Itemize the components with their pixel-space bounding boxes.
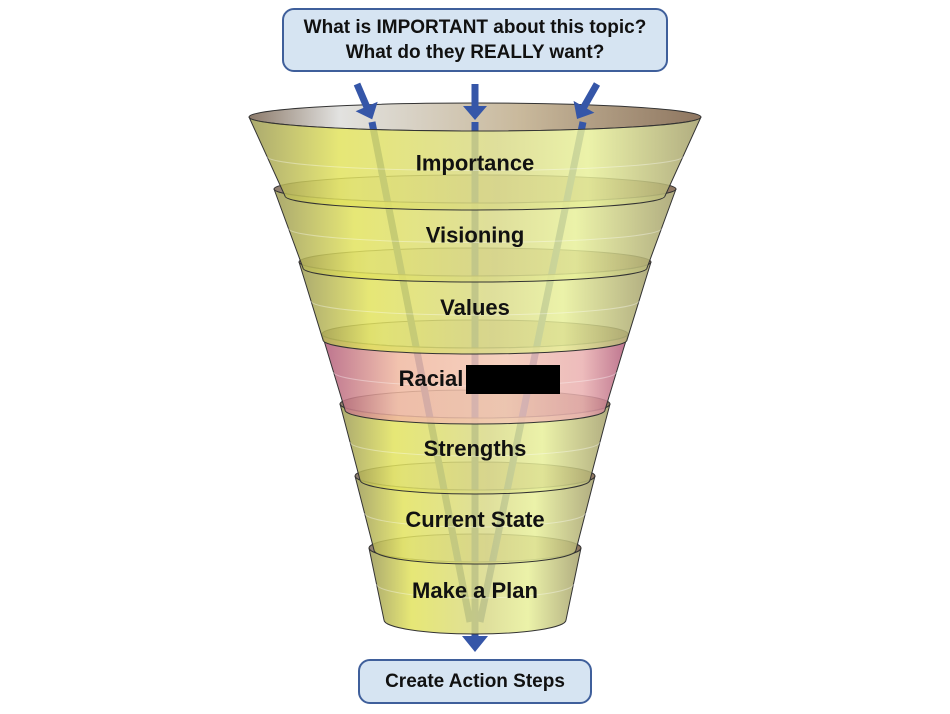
layer-highlight (266, 156, 684, 171)
layer-label: Values (440, 295, 510, 320)
top-question-line-2: What do they REALLY want? (345, 42, 605, 63)
layer-highlight (349, 441, 601, 457)
layer-label: Importance (416, 151, 535, 176)
redaction-box (466, 365, 560, 394)
layer-label: Strengths (424, 436, 527, 461)
layer-label: Racial (399, 366, 464, 391)
arrow-down-icon (573, 100, 595, 119)
layer-highlight (364, 512, 586, 528)
layer-highlight (288, 228, 662, 243)
create-action-steps-box: Create Action Steps (358, 659, 592, 704)
top-question-box: What is IMPORTANT about this topic? What… (282, 8, 668, 72)
layer-label: Current State (405, 507, 544, 532)
layer-label: Make a Plan (412, 578, 538, 603)
create-action-steps-label: Create Action Steps (385, 670, 565, 692)
arrow-down-icon (462, 636, 488, 652)
arrow-down-icon (355, 101, 378, 120)
layer-label: Visioning (426, 223, 525, 248)
funnel-layer-importance (248, 116, 702, 211)
layer-highlight (310, 300, 640, 316)
top-question-line-1: What is IMPORTANT about this topic? (303, 17, 647, 38)
layer-highlight (376, 583, 574, 599)
arrow-down-icon (463, 106, 487, 120)
